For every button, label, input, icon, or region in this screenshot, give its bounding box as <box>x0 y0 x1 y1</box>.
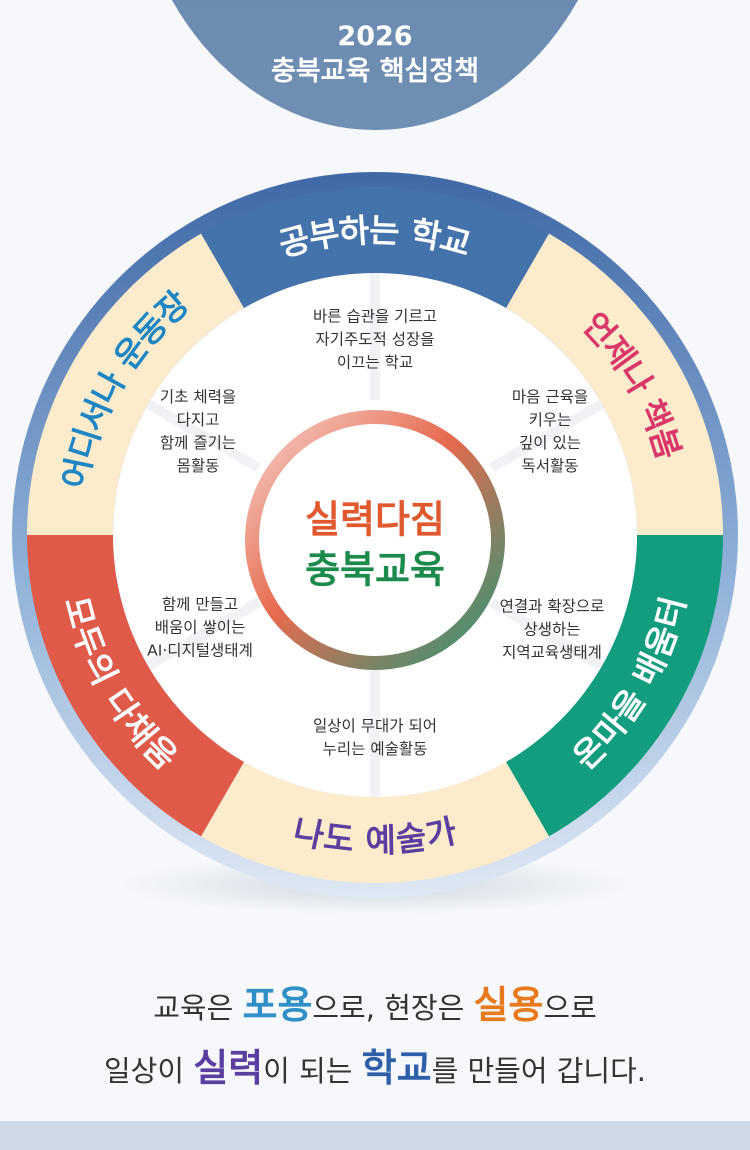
slogan-line2: 일상이 실력이 되는 학교를 만들어 갑니다. <box>0 1038 750 1101</box>
slogan-highlight: 학교 <box>361 1046 432 1090</box>
center-title-line1: 실력다짐 <box>305 497 445 542</box>
slogan-text: 일상이 <box>103 1054 194 1088</box>
slogan-text: 교육은 <box>153 991 243 1025</box>
header-year: 2026 <box>337 21 413 52</box>
segment-band-exercise <box>27 233 244 535</box>
segment-divider <box>489 399 605 472</box>
segment-description-reading: 마음 근육을 키우는 깊이 있는 독서활동 <box>511 388 589 475</box>
header-title-block: 2026 충북교육 핵심정책 <box>0 20 750 90</box>
segment-description-village: 연결과 확장으로 상생하는 지역교육생태계 <box>499 597 605 662</box>
segment-description-digital: 함께 만들고 배움이 쌓이는 AI·디지털생태계 <box>147 595 253 660</box>
slogan-text: 으로 <box>543 991 597 1025</box>
slogan-text: 를 만들어 갑니다. <box>431 1054 646 1088</box>
footer-bar <box>0 1121 750 1150</box>
segment-divider <box>145 399 261 472</box>
segment-divider <box>145 598 261 671</box>
slogan-text: 으로, 현장은 <box>312 991 474 1025</box>
slogan-highlight: 실력 <box>193 1046 264 1090</box>
center-title-line2: 충북교육 <box>305 547 445 592</box>
segment-description-study: 바른 습관을 기르고 자기주도적 성장을 이끄는 학교 <box>313 307 437 372</box>
slogan-line1: 교육은 포용으로, 현장은 실용으로 <box>0 975 750 1038</box>
segment-description-art: 일상이 무대가 되어 누리는 예술활동 <box>313 717 437 758</box>
header-title: 충북교육 핵심정책 <box>270 56 480 87</box>
segment-band-digital <box>27 535 244 837</box>
slogan-highlight: 실용 <box>473 983 544 1027</box>
segment-band-study <box>201 186 549 309</box>
slogan-text: 이 되는 <box>263 1054 362 1088</box>
slogan: 교육은 포용으로, 현장은 실용으로 일상이 실력이 되는 학교를 만들어 갑니… <box>0 975 750 1101</box>
slogan-highlight: 포용 <box>242 983 313 1027</box>
segment-band-reading <box>506 233 723 535</box>
segment-divider <box>489 598 605 671</box>
segment-band-art <box>201 761 549 883</box>
segment-description-exercise: 기초 체력을 다지고 함께 즐기는 몸활동 <box>159 388 237 475</box>
segment-band-village <box>506 535 723 837</box>
center-core <box>259 424 491 656</box>
